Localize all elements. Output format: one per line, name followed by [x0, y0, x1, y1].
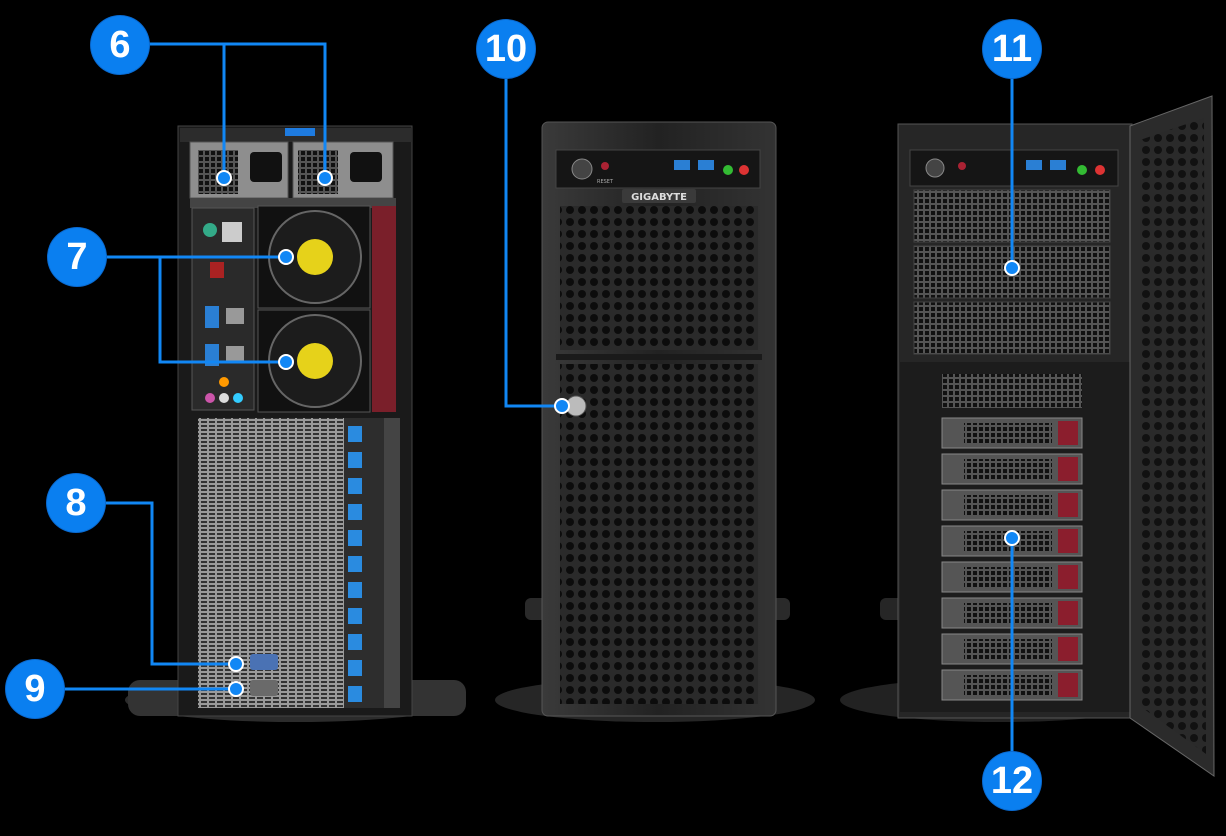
- callout-7: 7: [48, 228, 106, 286]
- front-open-view: [840, 95, 1215, 777]
- callout-lines: [64, 42, 1014, 752]
- callout-10: 10: [477, 20, 535, 78]
- callout-11: 11: [983, 20, 1041, 78]
- reset-label: RESET: [597, 179, 614, 185]
- callout-9: 9: [6, 660, 64, 718]
- callout-dots: [216, 170, 1020, 697]
- callout-6: 6: [91, 16, 149, 74]
- callout-8: 8: [47, 474, 105, 532]
- rear-view: [125, 125, 466, 722]
- callout-12: 12: [983, 752, 1041, 810]
- front-view: RESET GIGABYTE: [495, 121, 815, 722]
- brand-label: GIGABYTE: [631, 192, 687, 203]
